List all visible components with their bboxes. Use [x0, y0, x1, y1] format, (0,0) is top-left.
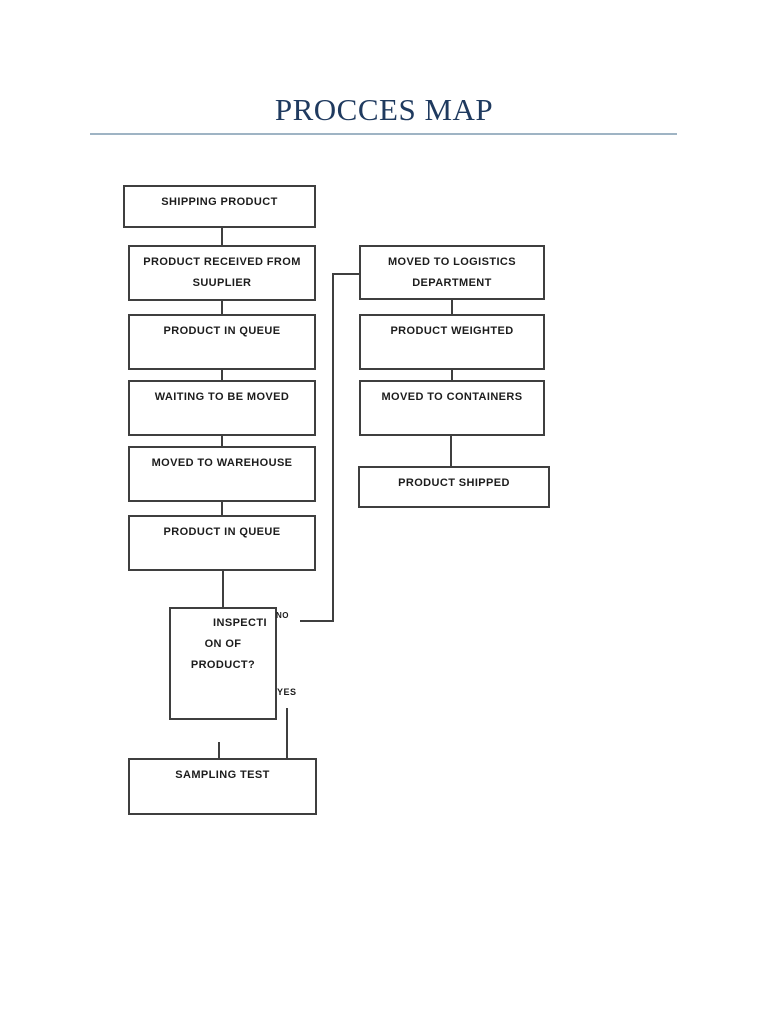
flow-box-moved-to-warehouse: MOVED TO WAREHOUSE [128, 446, 316, 502]
flow-box-waiting-to-be-moved: WAITING TO BE MOVED [128, 380, 316, 436]
flow-box-sampling-test: SAMPLING TEST [128, 758, 317, 815]
decision-box-line2: ON OF [204, 638, 242, 650]
connector-no-branch-to-logistics [332, 273, 359, 275]
flow-box-moved-to-logistics-department: MOVED TO LOGISTICS DEPARTMENT [359, 245, 545, 300]
connector-yes-branch [286, 708, 288, 758]
connector-weighted-to-containers [451, 370, 453, 380]
flow-box-product-received-from-supplier: PRODUCT RECEIVED FROM SUUPLIER [128, 245, 316, 301]
connector-queue2-to-inspection [222, 571, 224, 607]
title-underline [90, 133, 677, 135]
flow-box-product-shipped: PRODUCT SHIPPED [358, 466, 550, 508]
branch-label-yes: YES [277, 687, 297, 697]
flow-box-moved-to-containers: MOVED TO CONTAINERS [359, 380, 545, 436]
flow-box-shipping-product: SHIPPING PRODUCT [123, 185, 316, 228]
connector-no-branch-horizontal [300, 620, 334, 622]
page-title: PROCCES MAP [274, 92, 494, 127]
connector-no-branch-vertical [332, 273, 334, 622]
connector-waiting-to-warehouse [221, 436, 223, 446]
connector-received-to-queue1 [221, 301, 223, 314]
decision-box-line1: INSPECTI [213, 617, 267, 629]
connector-warehouse-to-queue2 [221, 502, 223, 515]
branch-label-no: NO [276, 611, 289, 620]
connector-containers-to-shipped [450, 436, 452, 466]
decision-box-inspection-of-product: INSPECTI ON OF PRODUCT? [169, 607, 277, 720]
connector-shipping-to-received [221, 228, 223, 245]
connector-queue1-to-waiting [221, 370, 223, 380]
decision-box-line3: PRODUCT? [190, 659, 256, 671]
flow-box-product-in-queue-2: PRODUCT IN QUEUE [128, 515, 316, 571]
flow-box-product-weighted: PRODUCT WEIGHTED [359, 314, 545, 370]
flow-box-product-in-queue-1: PRODUCT IN QUEUE [128, 314, 316, 370]
connector-inspection-to-sampling [218, 742, 220, 758]
connector-logistics-to-weighted [451, 300, 453, 314]
